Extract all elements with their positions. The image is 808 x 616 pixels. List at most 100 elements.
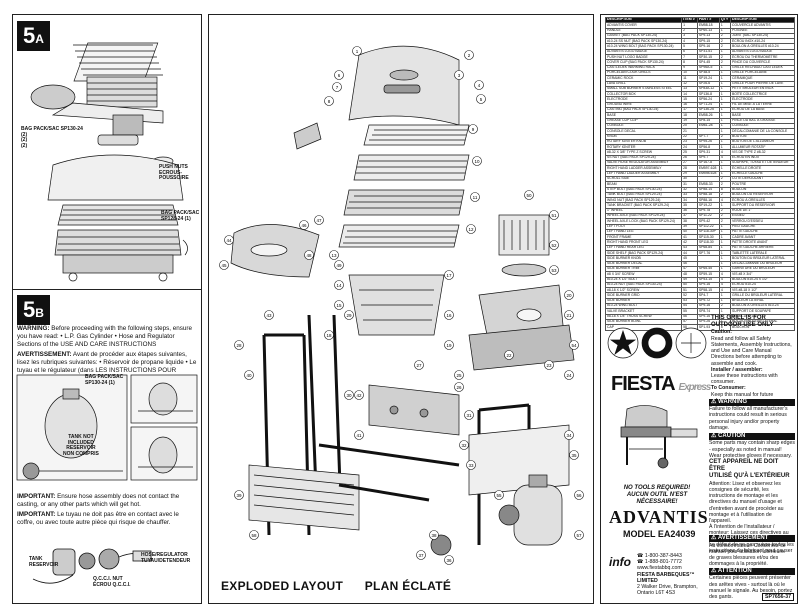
part-callout-circle [354,390,364,400]
tank-text: INCLUDED [68,439,94,446]
attention-text: Certaines pièces peuvent présenter des a… [709,575,793,601]
brand-name: FIESTA [611,373,675,395]
part-callout-circle [244,370,254,380]
step-5a-illustration [30,42,188,282]
part-callout-number: 2 [468,53,471,58]
part-callout-number: 31 [466,413,472,418]
cell-description-fr: BOUCHON [730,324,795,331]
part-callout-circle [544,360,554,370]
hose-connection-illustration [32,548,154,584]
outdoor-title: OUTDOOR USE ONLY [711,322,774,329]
attention-fr: Attention: Lisez et observez les consign… [709,480,784,524]
part-callout-circle [344,390,354,400]
part-callout-circle [234,340,244,350]
title-english: EXPLODED LAYOUT [221,579,344,593]
part-callout-circle [249,530,259,540]
step-5a-badge: 5A [17,21,50,51]
installer-text: Leave these instructions with consumer. [711,373,778,386]
part-callout-number: 18 [326,333,332,338]
cell-qty: 6 [718,324,732,331]
website-link[interactable]: www.fiestabbq.com [637,565,682,572]
model-number: MODEL EA24039 [623,529,696,539]
part-callout-number: 40 [246,373,252,378]
step-letter: B [35,306,44,320]
part-callout-circle [416,550,426,560]
info-icon: info [609,555,631,569]
push-nuts-text: POUSSOIRE [159,175,189,181]
part-callout-number: 19 [446,343,452,348]
part-callout-number: 22 [506,353,512,358]
part-callout-number: 57 [576,533,582,538]
part-callout-circle [569,340,579,350]
warning-title-text: WARNING [718,399,748,405]
part-callout-number: 39 [236,493,242,498]
part-callout-circle [344,310,354,320]
part-callout-number: 35 [571,453,577,458]
tank-text: TANK [29,556,43,562]
part-callout-circle [454,370,464,380]
part-callout-circle [334,300,344,310]
part-callout-number: 56 [576,493,582,498]
french-warning-box: ⚠ AVERTISSEMENT Le défaut de ne pas suiv… [709,535,795,600]
part-callout-circle [464,50,474,60]
part-callout-circle [549,240,559,250]
part-callout-number: 44 [226,238,232,243]
bag-pack-label-2: BAG PACK/SAC SP128-24 (1) [161,210,199,222]
part-callout-number: 28 [236,343,242,348]
contact-block: ☎ 1-800-387-8443 ☎ 1-888-801-7772 www.fi… [637,553,707,597]
consommateur-fr: Au consommateur: Conservez ce manuel pou… [709,542,786,556]
part-callout-number: 8 [328,99,331,104]
part-callout-circle [459,440,469,450]
part-callout-number: 24 [566,373,572,378]
part-callout-number: 12 [468,227,474,232]
part-callout-circle [352,46,362,56]
part-callout-number: 32 [461,443,467,448]
bag-pack-part: BAG PACK/SAC SP130-24 [21,126,83,132]
part-callout-circle [304,250,314,260]
part-number-callouts: 1234567891011121314151617181920212223242… [219,46,584,565]
tank-text: TANK NOT [68,434,94,440]
phone-line: ☎ 1-888-801-7772 [637,559,682,566]
certification-badges [607,327,707,359]
company-name: FIESTA BARBEQUES™ LIMITED [637,571,695,584]
part-callout-circle [468,124,478,134]
part-callout-number: 15 [336,303,342,308]
part-callout-circle [569,450,579,460]
part-callout-circle [470,192,480,202]
part-callout-number: 48 [306,253,312,258]
caution-title-text: CAUTION [718,433,746,440]
part-callout-number: 17 [446,273,452,278]
tank-text: RESERVOIR [29,561,59,568]
part-callout-number: 21 [566,313,572,318]
qcc-text: ÉCROU Q.C.C.I. [93,581,131,588]
part-callout-circle [444,270,454,280]
bag-pack-label-3: BAG PACK/SAC SP130-24 (1) [85,374,124,386]
document-code: SP7656-37 [762,592,794,601]
part-callout-number: 3 [458,73,461,78]
part-callout-number: 45 [221,263,227,268]
title-french: PLAN ÉCLATÉ [364,579,452,593]
part-callout-circle [549,210,559,220]
qcc-text: Q.C.C.I. NUT [93,576,123,582]
part-callout-circle [334,280,344,290]
part-callout-number: 47 [316,218,322,223]
important-english: IMPORTANT: Ensure hose assembly does not… [17,493,197,509]
divider [13,289,201,290]
part-callout-circle [474,80,484,90]
hose-regulator-label: HOSE/REGULATOR TUYAU/DETENDEUR [141,552,190,564]
advantis-logo: ADVANTIS [609,507,709,527]
part-callout-number: 20 [566,293,572,298]
hose-text: HOSE/REGULATOR [141,552,188,558]
part-callout-number: 6 [338,73,341,78]
part-callout-circle [564,290,574,300]
grill-illustration [620,405,698,469]
part-callout-circle [524,190,534,200]
bag-pack-text: BAG PACK/SAC [85,374,124,380]
qcc-nut-label: Q.C.C.I. NUT ÉCROU Q.C.C.I. [93,576,131,588]
no-tools-label: NO TOOLS REQUIRED! AUCUN OUTIL N'EST NÉC… [607,485,707,507]
part-callout-circle [234,490,244,500]
